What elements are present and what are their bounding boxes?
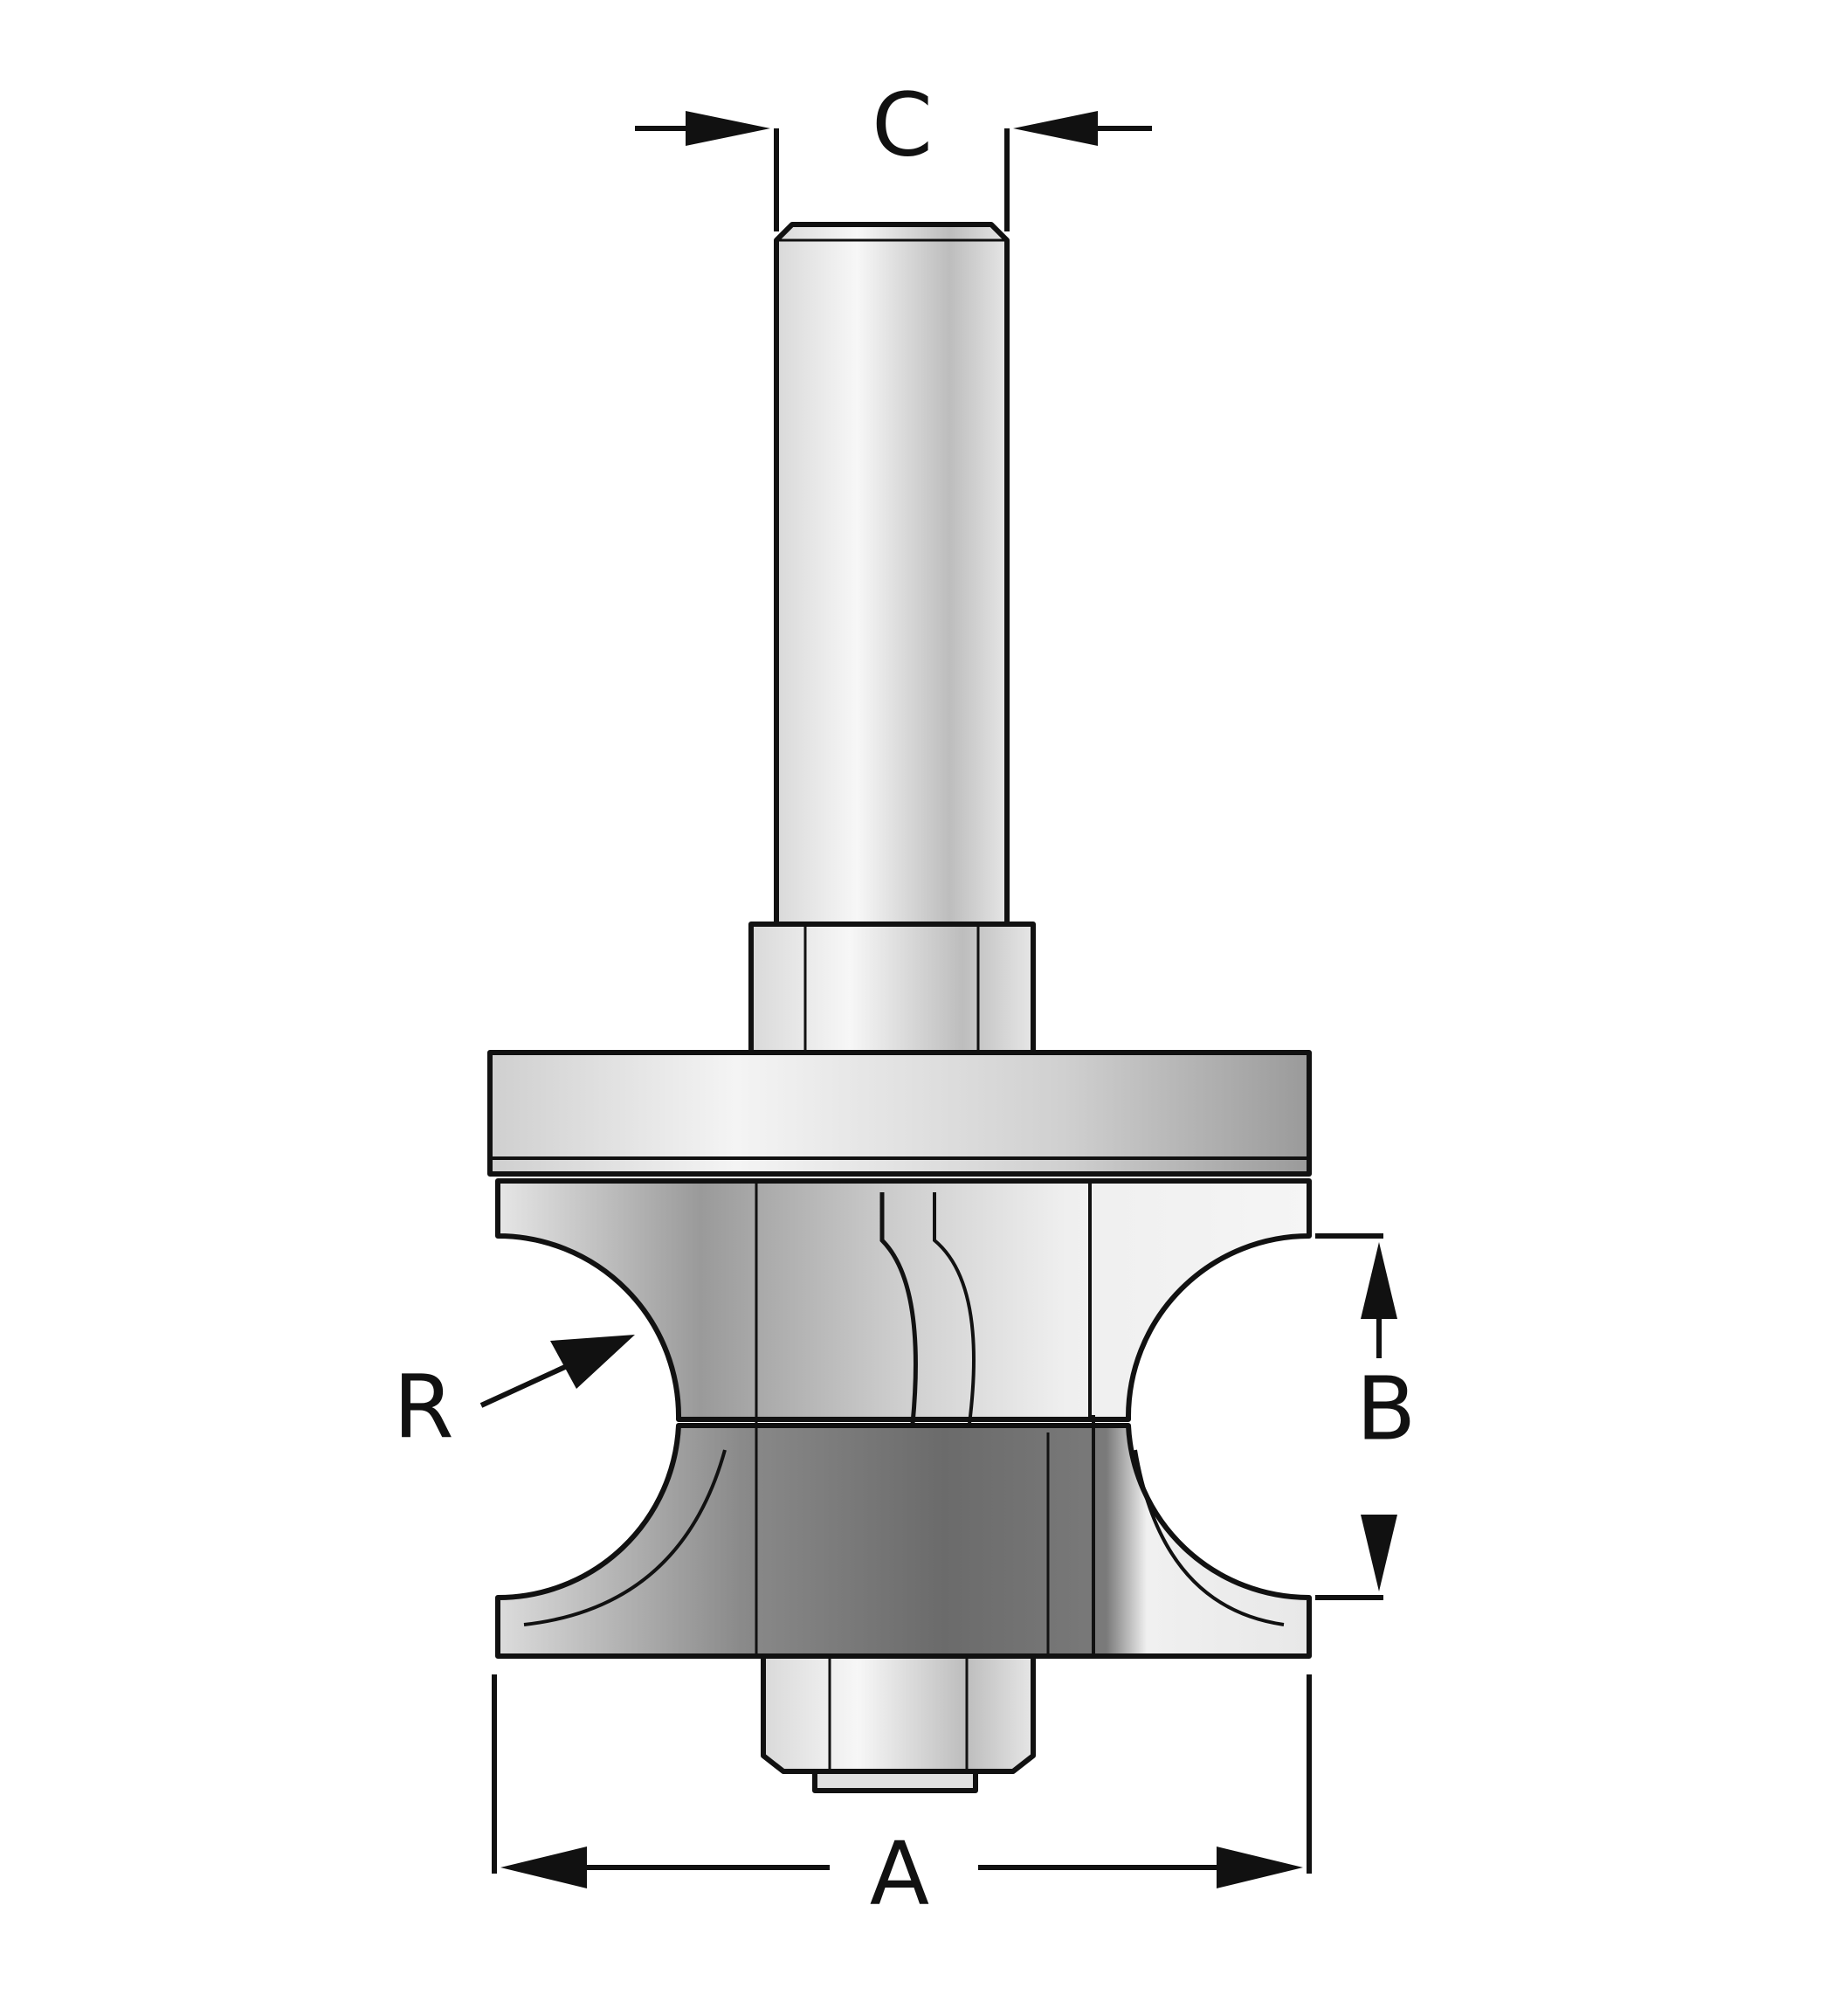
cutter-upper xyxy=(495,1178,1312,1422)
label-c: C xyxy=(872,73,933,176)
label-a: A xyxy=(870,1822,929,1924)
flange xyxy=(487,1050,1312,1177)
dimension-c: C xyxy=(635,73,1152,231)
label-r: R xyxy=(393,1356,453,1458)
collar xyxy=(748,922,1036,1055)
shank xyxy=(774,222,1010,927)
dimension-b: B xyxy=(1315,1233,1417,1600)
bearing-screw xyxy=(812,1769,978,1793)
bearing xyxy=(761,1653,1036,1774)
dimension-a: A xyxy=(492,1674,1312,1924)
radius-indicator: R xyxy=(393,1335,635,1458)
cutter-lower xyxy=(495,1423,1312,1659)
label-b: B xyxy=(1356,1357,1417,1460)
cutter-edge xyxy=(879,1192,918,1425)
